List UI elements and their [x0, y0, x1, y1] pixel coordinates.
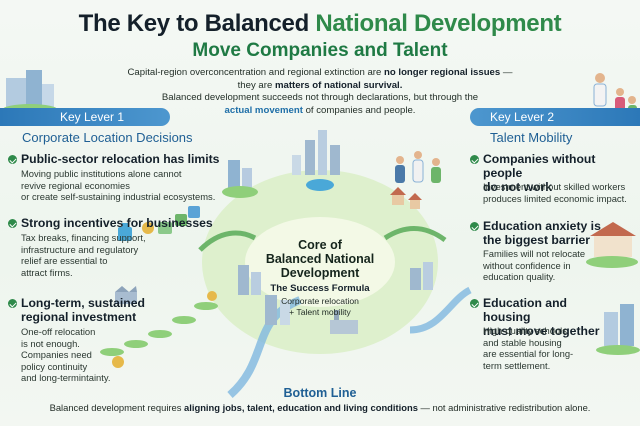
intro-line-1b: no longer regional issues — [384, 67, 501, 78]
green-arrow-right — [383, 226, 447, 243]
central-glow — [245, 217, 395, 307]
check-icon — [470, 299, 479, 308]
right-item-3-title-1: Education and housing — [483, 296, 567, 324]
left-item-1-body-2: revive regional economies — [21, 179, 130, 191]
right-item-2-body-1: Families will not relocate — [483, 248, 586, 259]
right-item-2-title: Education anxiety is the biggest barrier — [483, 219, 603, 247]
success-formula-title: The Success Formula — [270, 283, 370, 294]
left-item-3-body-3: Companies need — [21, 349, 92, 360]
right-item-1-title-2: do not work — [483, 180, 553, 194]
left-item-3-title-1: Long-term, sustained — [21, 296, 145, 310]
left-item-2-body: Tax breaks, financing support, infrastru… — [21, 232, 161, 278]
right-item-3-body-4: term settlement. — [483, 359, 551, 371]
bottom-city-icon — [238, 262, 433, 325]
right-item-2-body-3: education quality. — [483, 271, 556, 282]
left-item-3-body-4: policy continuity — [21, 360, 88, 372]
key-lever-1-banner: Key Lever 1 — [0, 108, 170, 126]
right-item-2-body: Families will not relocate without confi… — [483, 248, 593, 283]
intro-text: Capital-region overconcentration and reg… — [80, 67, 560, 117]
right-item-1-body: Investment without skilled workers produ… — [483, 181, 638, 204]
right-item-2-title-2: the biggest barrier — [483, 233, 591, 247]
check-icon — [470, 155, 479, 164]
right-item-3-body: High-quality schools and stable housing … — [483, 325, 593, 371]
bottom-line-text: Balanced development requires aligning j… — [0, 402, 640, 413]
left-item-3-body-1: One-off relocation — [21, 326, 96, 337]
workers-people-icon — [395, 151, 441, 183]
incentive-icons — [118, 206, 200, 241]
intro-line-2a: they are — [237, 79, 275, 91]
intro-line-1a: Capital-region overconcentration and reg… — [127, 67, 385, 78]
intro-line-1c: — — [500, 67, 513, 78]
left-item-2-body-4: attract firms. — [21, 266, 73, 278]
intro-line-2b: matters of national survival. — [274, 79, 403, 91]
small-factory-icon — [115, 286, 137, 304]
bottom-text-b: aligning jobs, talent, education and liv… — [184, 402, 418, 413]
left-item-2-body-3: relief are essential to — [21, 255, 108, 266]
right-item-1-title-1: Companies without people — [483, 152, 596, 180]
right-item-3-title-2: must move together — [483, 324, 600, 338]
page-title: The Key to Balanced National Development — [0, 10, 640, 38]
right-item-2-title-1: Education anxiety is — [483, 219, 601, 233]
formula-line-2: + Talent mobility — [289, 306, 351, 317]
core-heading: Core of — [254, 238, 386, 252]
title-part-2: National Development — [315, 10, 562, 37]
left-building-icon — [222, 160, 258, 198]
factory-icon — [330, 310, 358, 334]
success-formula-body: Corporate relocation + Talent mobility — [254, 296, 386, 317]
formula-line-1: Corporate relocation — [281, 296, 359, 306]
title-part-1: The Key to Balanced — [78, 10, 316, 37]
right-item-3-title: Education and housing must move together — [483, 296, 603, 338]
right-item-2-body-2: without confidence in — [483, 259, 571, 271]
core-line-2: Balanced National — [265, 252, 375, 266]
bottom-text-a: Balanced development requires — [49, 402, 185, 413]
page-subtitle: Move Companies and Talent — [192, 40, 448, 61]
check-icon — [8, 219, 17, 228]
left-item-1-body-3: or create self-sustaining industrial eco… — [21, 191, 216, 202]
right-item-3-body-1: High-quality schools — [483, 325, 567, 336]
core-line-3: Development — [280, 266, 360, 280]
school-icon — [586, 222, 638, 268]
intro-line-4b: of companies and people. — [302, 104, 416, 116]
check-icon — [470, 222, 479, 231]
left-column-heading: Corporate Location Decisions — [22, 130, 193, 145]
blue-road-right — [409, 286, 472, 334]
core-heading-2: Balanced National — [254, 252, 386, 266]
intro-line-3: Balanced development succeeds not throug… — [161, 92, 479, 103]
left-item-2-title: Strong incentives for businesses — [21, 216, 213, 230]
left-item-3-body-2: is not enough. — [21, 337, 80, 349]
left-item-2-body-2: infrastructure and regulatory — [21, 243, 139, 255]
bottom-text-c: — not administrative redistribution alon… — [417, 402, 591, 413]
left-item-3-title: Long-term, sustained regional investment — [21, 296, 181, 324]
left-item-1-body: Moving public institutions alone cannot … — [21, 168, 221, 203]
check-icon — [8, 155, 17, 164]
right-item-3-body-3: are essential for long- — [483, 348, 574, 359]
left-item-1-title: Public-sector relocation has limits — [21, 152, 220, 166]
left-item-1-body-1: Moving public institutions alone cannot — [21, 168, 182, 179]
bottom-line-title: Bottom Line — [283, 386, 357, 400]
right-item-1-title: Companies without people do not work — [483, 152, 638, 194]
left-item-3-body-5: and long-termintainty. — [21, 372, 111, 383]
right-item-1-body-2: produces limited economic impact. — [483, 192, 627, 204]
green-arrow-left — [198, 230, 257, 252]
intro-line-4a: actual movement — [224, 104, 303, 116]
investment-steps-icon — [100, 291, 218, 368]
right-column-heading: Talent Mobility — [490, 130, 573, 145]
left-item-2-body-1: Tax breaks, financing support, — [21, 232, 146, 243]
key-lever-2-banner: Key Lever 2 — [470, 108, 640, 126]
left-item-3-body: One-off relocation is not enough. Compan… — [21, 326, 131, 384]
right-item-3-body-2: and stable housing — [483, 336, 562, 348]
right-item-1-body-1: Investment without skilled workers — [483, 181, 626, 192]
core-line-1: Core of — [298, 238, 342, 252]
top-city-icon — [292, 130, 340, 191]
right-houses-icon — [390, 187, 422, 209]
check-icon — [8, 299, 17, 308]
left-item-3-title-2: regional investment — [21, 310, 137, 324]
housing-icon — [596, 304, 640, 355]
